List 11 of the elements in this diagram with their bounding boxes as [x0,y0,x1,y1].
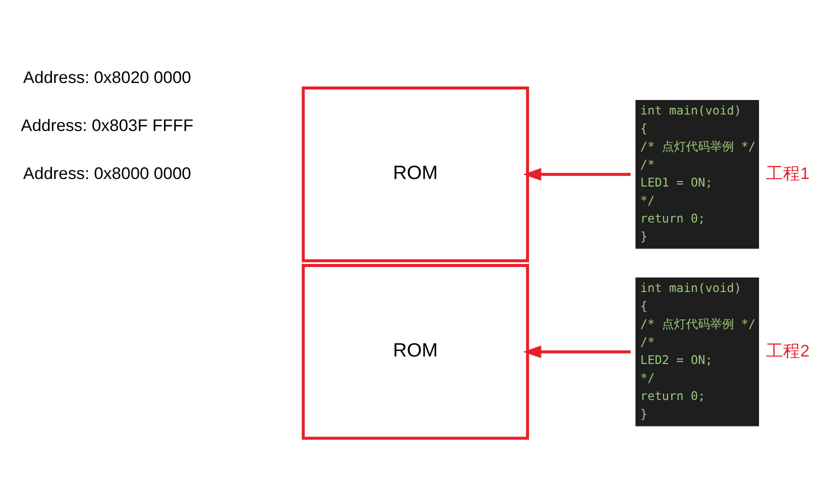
label: Address: 0x803F FFFF [20,115,193,134]
label: Address: 0x8000 0000 [22,163,191,182]
arrow [522,168,630,180]
node-label: 工程2 [766,340,810,360]
node-label: 工程1 [766,163,810,182]
node-box: int main(void) { /* 点灯代码举例 */ /* LED2 = ON; */ return 0; } [635,276,759,426]
node-box: int main(void) { /* 点灯代码举例 */ /* LED1 = ON; */ return 0; } [635,99,759,248]
node-box: ROM [301,264,529,440]
node-box: ROM [301,86,529,262]
label: Address: 0x8020 0000 [22,67,191,86]
arrow [522,345,630,358]
